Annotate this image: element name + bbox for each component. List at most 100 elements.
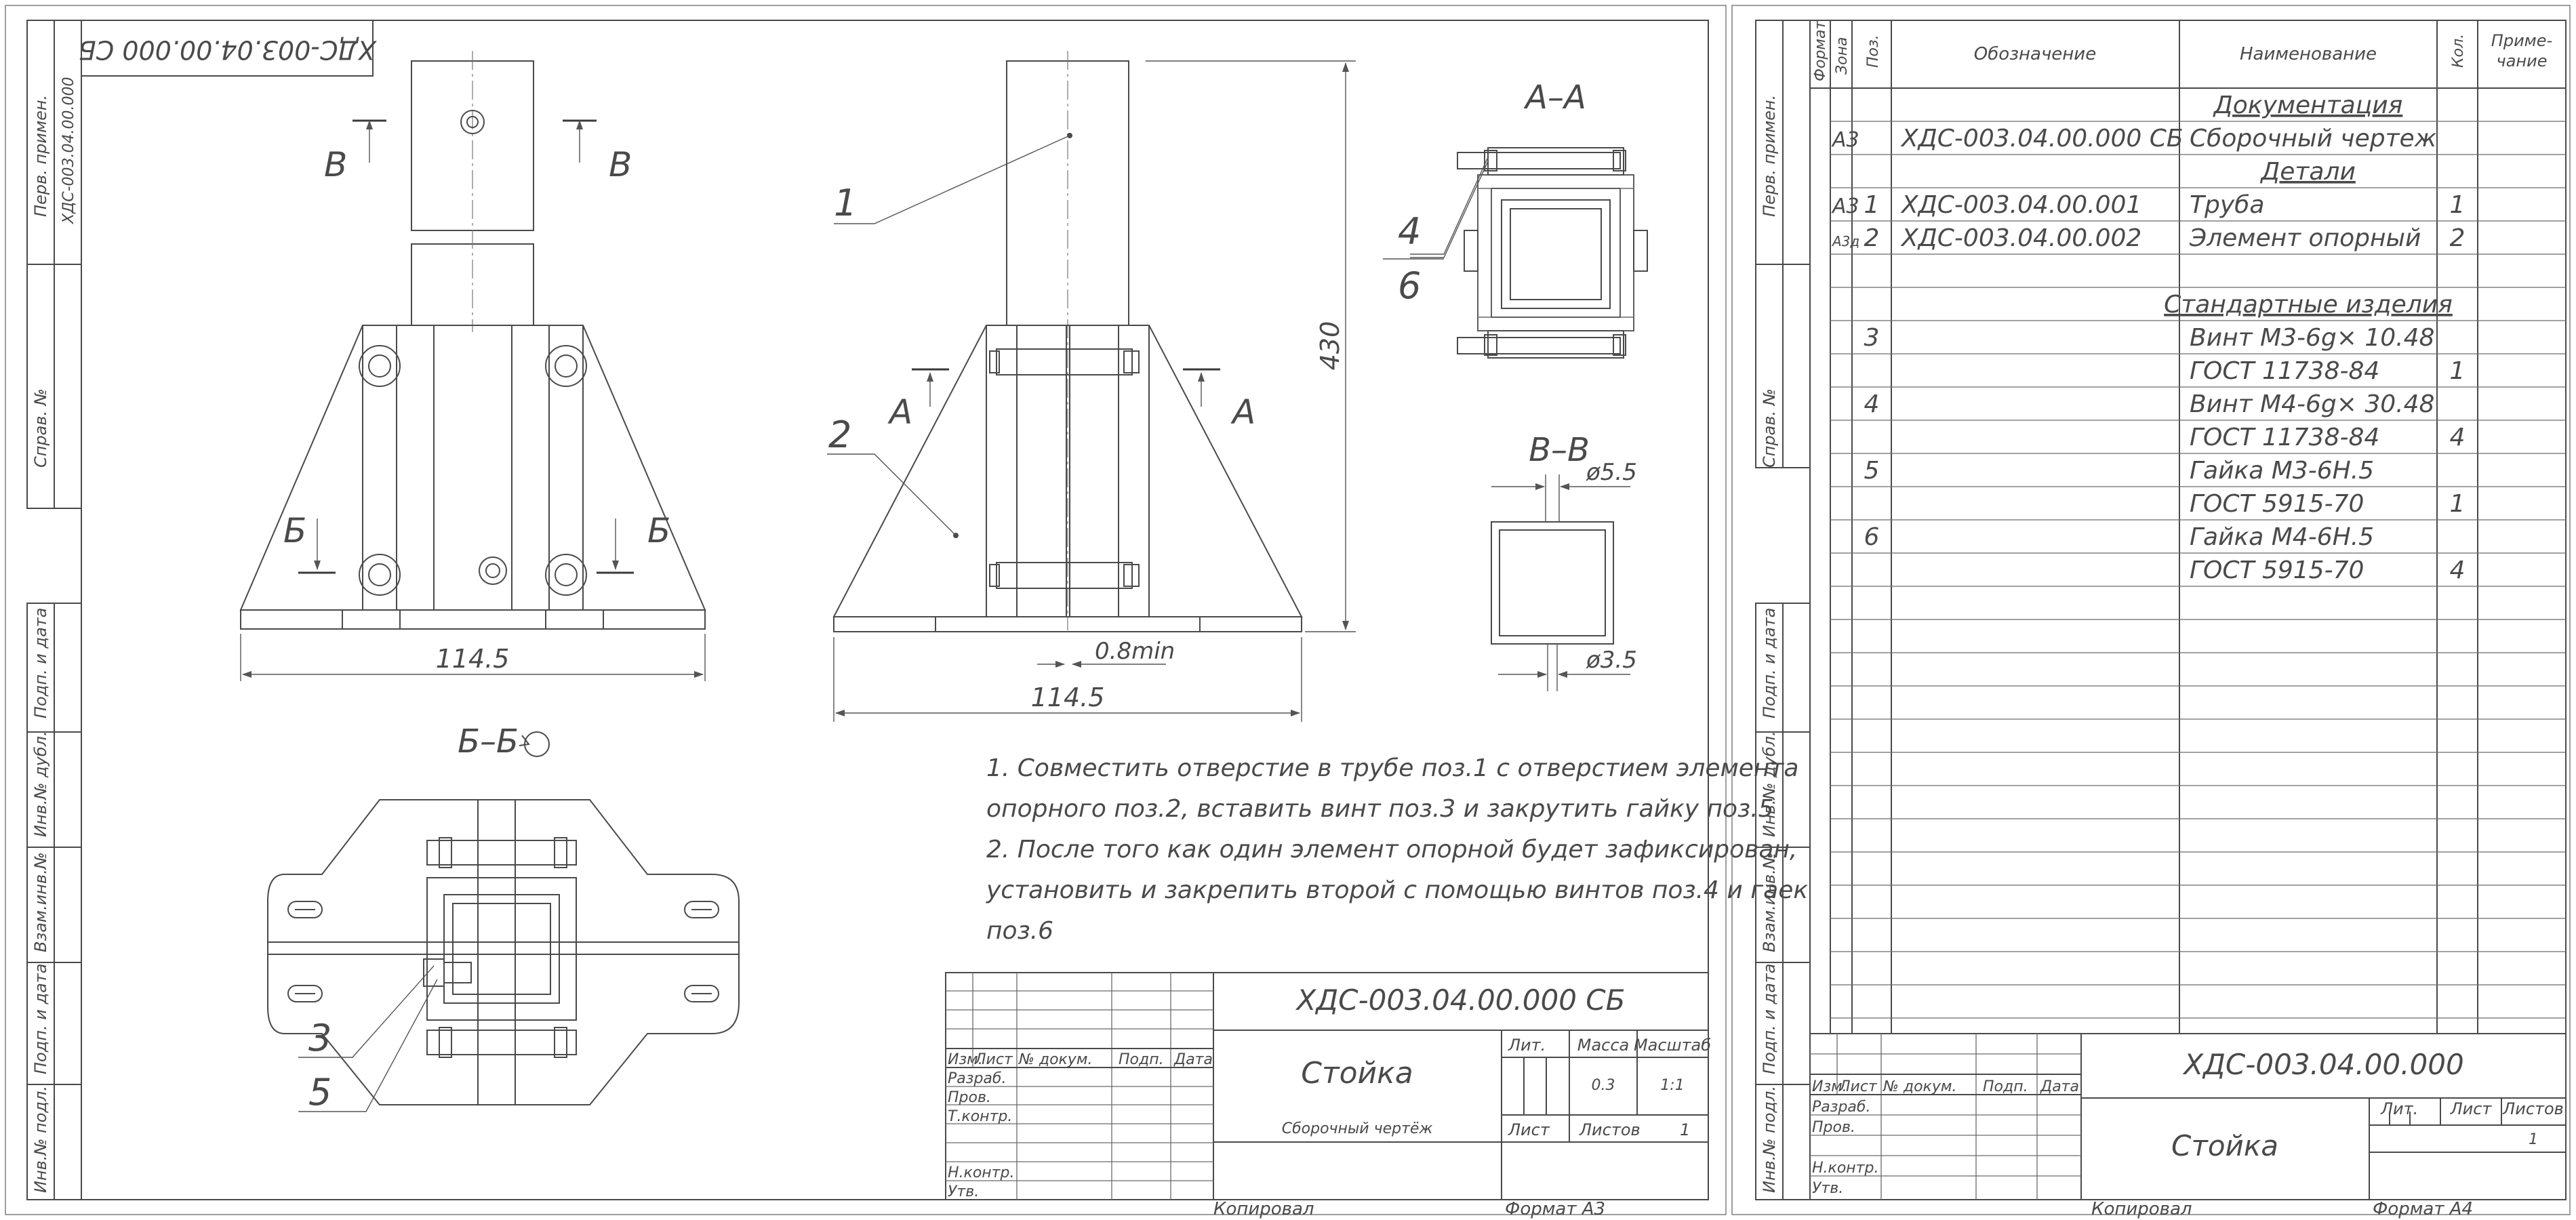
dim-hole-bottom: ø3.5 — [1586, 647, 1637, 674]
spec-kol-cell: 1 — [2450, 357, 2466, 385]
sheet-a4-trim — [1731, 5, 2571, 1215]
spec-hdr-prim-2: чание — [2497, 52, 2548, 70]
front-view: В В Б Б — [239, 51, 706, 681]
cut-a-right: А — [1230, 392, 1255, 432]
a3-strip-podp-data: Подп. и дата — [31, 608, 50, 719]
spec-poz-cell: 3 — [1864, 324, 1880, 352]
leader-3: 3 — [308, 1017, 331, 1059]
tb-a4-izm: Изм. — [1812, 1078, 1847, 1095]
a3-kopiroval: Копировал — [1213, 1199, 1314, 1219]
sheet-a4: Перв. примен. Справ. № Подп. и дата Инв.… — [1731, 5, 2571, 1219]
tb-a3-n-dokum: № докум. — [1018, 1051, 1092, 1068]
tb-a4-podp: Подп. — [1983, 1078, 2028, 1095]
spec-hdr-prim-1: Приме- — [2491, 31, 2552, 50]
spec-name-cell: ГОСТ 11738-84 — [2190, 424, 2379, 451]
tb-a4-razrab: Разраб. — [1812, 1099, 1870, 1116]
tb-a3-podp: Подп. — [1119, 1051, 1164, 1068]
tb-a4-designation: ХДС-003.04.00.000 — [2182, 1048, 2463, 1081]
cut-bsh-right: Б — [647, 511, 670, 550]
a3-strip-perv-code: ХДС-003.04.00.000 — [60, 77, 77, 224]
tb-a3-mass-value: 0.3 — [1592, 1077, 1615, 1094]
note-line-3: 2. После того как один элемент опорной б… — [986, 836, 1797, 863]
spec-kol-cell: 2 — [2450, 224, 2466, 252]
note-line-2: опорного поз.2, вставить винт поз.3 и за… — [986, 795, 1774, 823]
a3-strip-perv-primen: Перв. примен. — [31, 95, 50, 217]
tb-a4-nkontr: Н.контр. — [1812, 1160, 1878, 1177]
section-bb: Б–Б — [267, 723, 740, 1114]
a4-strip-podp-data: Подп. и дата — [1760, 608, 1779, 719]
spec-heading-cell: Документация — [2213, 92, 2403, 119]
spec-format-cell: А3 — [1831, 195, 1859, 218]
note-line-4: установить и закрепить второй с помощью … — [986, 876, 1808, 904]
spec-hdr-zona: Зона — [1834, 37, 1851, 75]
cut-a-left: А — [887, 392, 912, 432]
spec-kol-cell: 1 — [2450, 191, 2466, 219]
spec-poz-cell: 6 — [1864, 523, 1880, 551]
a3-side-strip: Перв. примен. ХДС-003.04.00.000 Справ. №… — [26, 20, 82, 1200]
leader-2: 2 — [828, 413, 851, 456]
spec-name-cell: ГОСТ 5915-70 — [2190, 490, 2364, 518]
spec-name-cell: Винт М4-6g× 30.48 — [2190, 390, 2434, 418]
cut-b-right: В — [609, 145, 632, 184]
tb-a3-listov: Листов — [1579, 1120, 1641, 1139]
tb-a3-masshtab: Масштаб — [1634, 1036, 1711, 1055]
tb-a3-utv: Утв. — [948, 1183, 979, 1200]
spec-kol-cell: 4 — [2450, 424, 2466, 451]
dim-hole-top: ø5.5 — [1586, 459, 1637, 486]
spec-hdr-format: Формат — [1812, 20, 1829, 81]
a3-strip-podp-data-2: Подп. и дата — [31, 964, 50, 1075]
tb-a4-data: Дата — [2040, 1078, 2079, 1095]
spec-name-cell: Труба — [2190, 191, 2264, 219]
a4-format: Формат А4 — [2373, 1199, 2473, 1219]
a3-strip-sprav: Справ. № — [31, 388, 50, 468]
spec-heading-cell: Детали — [2259, 158, 2356, 186]
tb-a3-massa: Масса — [1577, 1036, 1630, 1055]
section-aa: А–А 4 6 — [1383, 79, 1648, 359]
dim-gap: 0.8min — [1095, 638, 1175, 665]
spec-name-cell: ГОСТ 11738-84 — [2190, 357, 2379, 385]
spec-poz-cell: 1 — [1864, 191, 1880, 219]
rotated-designation: ХДС-003.04.00.000 СБ — [79, 35, 378, 65]
note-line-1: 1. Совместить отверстие в трубе поз.1 с … — [986, 754, 1798, 782]
tb-a4-prov: Пров. — [1812, 1119, 1855, 1136]
tb-a3-list-col: Лист — [974, 1051, 1013, 1068]
section-bb-label: Б–Б — [458, 723, 519, 760]
tb-a3-razrab: Разраб. — [948, 1070, 1006, 1087]
spec-hdr-oboznachenie: Обозначение — [1974, 44, 2096, 64]
spec-oboz-cell: ХДС-003.04.00.001 — [1900, 191, 2141, 219]
spec-poz-cell: 4 — [1864, 390, 1880, 418]
tb-a3-scale-value: 1:1 — [1660, 1077, 1684, 1094]
spec-kol-cell: 4 — [2450, 556, 2466, 584]
tb-a3-izm: Изм. — [948, 1051, 983, 1068]
tb-a3-data: Дата — [1173, 1051, 1213, 1068]
a4-strip-vzam-inv: Взам.инв.№ — [1760, 852, 1779, 952]
tb-a3-name: Стойка — [1301, 1056, 1413, 1091]
rotated-designation-box: ХДС-003.04.00.000 СБ — [79, 20, 378, 77]
leader-4: 4 — [1398, 210, 1421, 253]
specification-table: Формат Зона Поз. Обозначение Наименовани… — [1810, 20, 2566, 1034]
cut-b-left: В — [324, 145, 347, 184]
leader-6: 6 — [1398, 264, 1421, 307]
a4-strip-podp-data-2: Подп. и дата — [1760, 964, 1779, 1075]
cut-bsh-left: Б — [283, 511, 306, 550]
a4-strip-perv-primen: Перв. примен. — [1760, 95, 1779, 217]
assembly-notes: 1. Совместить отверстие в трубе поз.1 с … — [986, 754, 1808, 945]
tb-a4-list: Лист — [2450, 1099, 2493, 1118]
tb-a3-nkontr: Н.контр. — [948, 1164, 1014, 1181]
spec-oboz-cell: ХДС-003.04.00.000 СБ — [1900, 125, 2183, 152]
spec-poz-cell: 5 — [1864, 457, 1880, 485]
title-block-a4: Изм. Лист № докум. Подп. Дата Разраб. Пр… — [1809, 1033, 2567, 1200]
sheet-a3: Перв. примен. ХДС-003.04.00.000 Справ. №… — [5, 5, 1808, 1219]
section-aa-label: А–А — [1523, 79, 1586, 117]
spec-name-cell: Элемент опорный — [2189, 224, 2421, 252]
tb-a3-designation: ХДС-003.04.00.000 СБ — [1295, 983, 1626, 1017]
tb-a3-lit: Лит. — [1508, 1036, 1546, 1055]
tb-a3-list: Лист — [1508, 1120, 1550, 1139]
spec-format-cell: А3 — [1831, 128, 1859, 152]
side-view: 1 А А — [827, 51, 1356, 722]
a4-side-strip: Перв. примен. Справ. № Подп. и дата Инв.… — [1755, 20, 1811, 1200]
spec-name-cell: Гайка М3-6Н.5 — [2190, 457, 2374, 485]
title-block-a3: Изм. Лист № докум. Подп. Дата Разраб. Пр… — [945, 972, 1711, 1200]
spec-hdr-kol: Кол. — [2450, 34, 2467, 68]
spec-name-cell: Винт М3-6g× 10.48 — [2190, 324, 2434, 352]
